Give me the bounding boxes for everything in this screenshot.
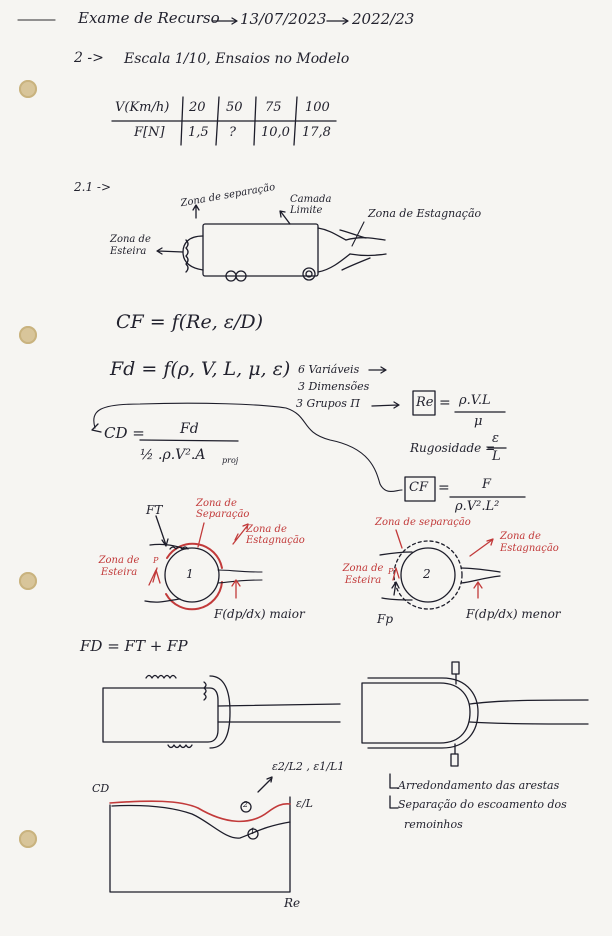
cd-fraction-bar bbox=[139, 439, 239, 442]
graph-ratio-label: ε2/L2 , ε1/L1 bbox=[272, 760, 345, 773]
car-model-sketch bbox=[156, 204, 387, 282]
equation-fd: Fd = f(ρ, V, L, μ, ε) bbox=[110, 358, 291, 380]
body-rounded-edge-sketch bbox=[361, 661, 589, 767]
arrow-icon bbox=[91, 423, 102, 433]
exam-date: 13/07/2023 bbox=[240, 10, 327, 28]
table-cell: 20 bbox=[189, 100, 206, 115]
cd-subscript: proj bbox=[222, 456, 239, 465]
re-box bbox=[412, 390, 436, 416]
label-wake-zone-1: Zona de Esteira bbox=[98, 555, 140, 578]
cylinder-2-number: 2 bbox=[423, 567, 431, 581]
arrow-icon bbox=[326, 17, 349, 25]
note-line-2: Separação do escoamento dos bbox=[398, 798, 567, 811]
cd-label: CD = bbox=[104, 424, 145, 442]
table-cell: 17,8 bbox=[302, 125, 331, 140]
school-year: 2022/23 bbox=[352, 10, 415, 28]
equals-sign: = bbox=[439, 395, 451, 411]
label-separation-zone-2: Zona de separação bbox=[375, 517, 471, 528]
table-cell: 100 bbox=[305, 100, 330, 115]
question-2-statement: Escala 1/10, Ensaios no Modelo bbox=[124, 51, 350, 67]
binder-hole bbox=[19, 326, 37, 344]
arrow-icon bbox=[257, 776, 273, 793]
arrow-icon bbox=[473, 581, 483, 599]
arrow-icon bbox=[212, 17, 238, 25]
curve-2 bbox=[109, 800, 291, 823]
ft-label: FT bbox=[146, 503, 163, 517]
re-numerator: ρ.V.L bbox=[459, 393, 491, 408]
arrow-icon bbox=[232, 523, 249, 545]
cf-numerator: F bbox=[482, 477, 492, 492]
note-variables: 6 Variáveis bbox=[298, 363, 360, 376]
re-denominator: μ bbox=[474, 414, 483, 429]
exam-title: Exame de Recurso bbox=[78, 9, 220, 27]
table-cell: 75 bbox=[265, 100, 282, 115]
graph-epsilon-label: ε/L bbox=[296, 797, 313, 810]
label-stagnation-zone-2: Zona de Estagnação bbox=[500, 531, 559, 554]
table-cell: ? bbox=[229, 125, 236, 140]
equals-sign: = bbox=[438, 480, 450, 496]
roughness-numerator: ε bbox=[492, 431, 499, 446]
table-cell: 50 bbox=[226, 100, 243, 115]
cf-label: CF bbox=[409, 480, 428, 495]
note-line-1: Arredondamento das arestas bbox=[398, 779, 560, 792]
curve-1-label: 1 bbox=[250, 827, 256, 836]
label-wake-zone: Zona de Esteira bbox=[110, 234, 151, 257]
binder-hole bbox=[19, 830, 37, 848]
arrow-icon bbox=[231, 579, 241, 599]
note-dimensions: 3 Dimensões bbox=[298, 380, 370, 393]
equation-cf: CF = f(Re, ε/D) bbox=[116, 311, 264, 333]
note-arrow-icon bbox=[389, 795, 399, 809]
label-boundary-layer: Camada Limite bbox=[290, 194, 332, 216]
arrow-icon bbox=[391, 581, 400, 596]
graph-y-label: CD bbox=[92, 782, 110, 795]
force-minor-label: F(dp/dx) menor bbox=[466, 607, 561, 621]
cf-box bbox=[404, 476, 436, 502]
cf-denominator: ρ.V².L² bbox=[455, 499, 500, 514]
curve-1 bbox=[111, 804, 291, 839]
question-2-marker: 2 -> bbox=[74, 50, 104, 66]
question-2-1-marker: 2.1 -> bbox=[74, 180, 112, 194]
table-grid bbox=[111, 96, 337, 146]
roughness-denominator: L bbox=[492, 449, 501, 464]
connector-line bbox=[93, 402, 403, 493]
binder-hole bbox=[19, 80, 37, 98]
roughness-label: Rugosidade = bbox=[410, 441, 496, 455]
arrow-icon bbox=[371, 401, 400, 409]
arrow-icon bbox=[192, 204, 200, 219]
cylinder-2-sketch bbox=[379, 529, 501, 610]
cd-numerator: Fd bbox=[180, 421, 199, 437]
arrow-icon bbox=[156, 247, 184, 255]
table-row1-label: V(Km/h) bbox=[115, 100, 170, 115]
label-stagnation-zone-1: Zona de Estagnação bbox=[246, 524, 305, 546]
label-wake-zone-2: Zona de Esteira bbox=[342, 563, 384, 586]
table-cell: 10,0 bbox=[261, 125, 290, 140]
note-groups: 3 Grupos Π bbox=[296, 397, 361, 410]
re-label: Re bbox=[416, 395, 434, 410]
p-label-1: P bbox=[153, 556, 159, 565]
note-arrow-icon bbox=[389, 773, 399, 789]
drag-sum-equation: FD = FT + FP bbox=[80, 637, 188, 655]
binder-hole bbox=[19, 572, 37, 590]
cd-re-graph bbox=[109, 776, 291, 893]
graph-x-label: Re bbox=[284, 896, 301, 910]
arrow-icon bbox=[368, 366, 387, 374]
body-sharp-edge-sketch bbox=[102, 674, 341, 749]
cylinder-1-number: 1 bbox=[186, 567, 194, 581]
label-stagnation-zone: Zona de Estagnação bbox=[368, 207, 482, 220]
table-row2-label: F[N] bbox=[134, 125, 165, 140]
p-label-2: P bbox=[388, 567, 394, 576]
label-separation-zone-1: Zona de Separação bbox=[196, 498, 250, 520]
note-line-3: remoinhos bbox=[404, 818, 463, 831]
arrow-icon bbox=[155, 515, 169, 547]
table-cell: 1,5 bbox=[188, 125, 209, 140]
cd-denominator: ½ .ρ.V².A bbox=[140, 447, 206, 463]
arrow-icon bbox=[279, 210, 291, 225]
fp-label: Fp bbox=[377, 612, 394, 626]
curve-2-label: 2 bbox=[243, 800, 249, 809]
arrow-icon bbox=[469, 538, 494, 557]
cylinder-1-sketch bbox=[144, 515, 263, 611]
force-major-label: F(dp/dx) maior bbox=[214, 607, 305, 621]
